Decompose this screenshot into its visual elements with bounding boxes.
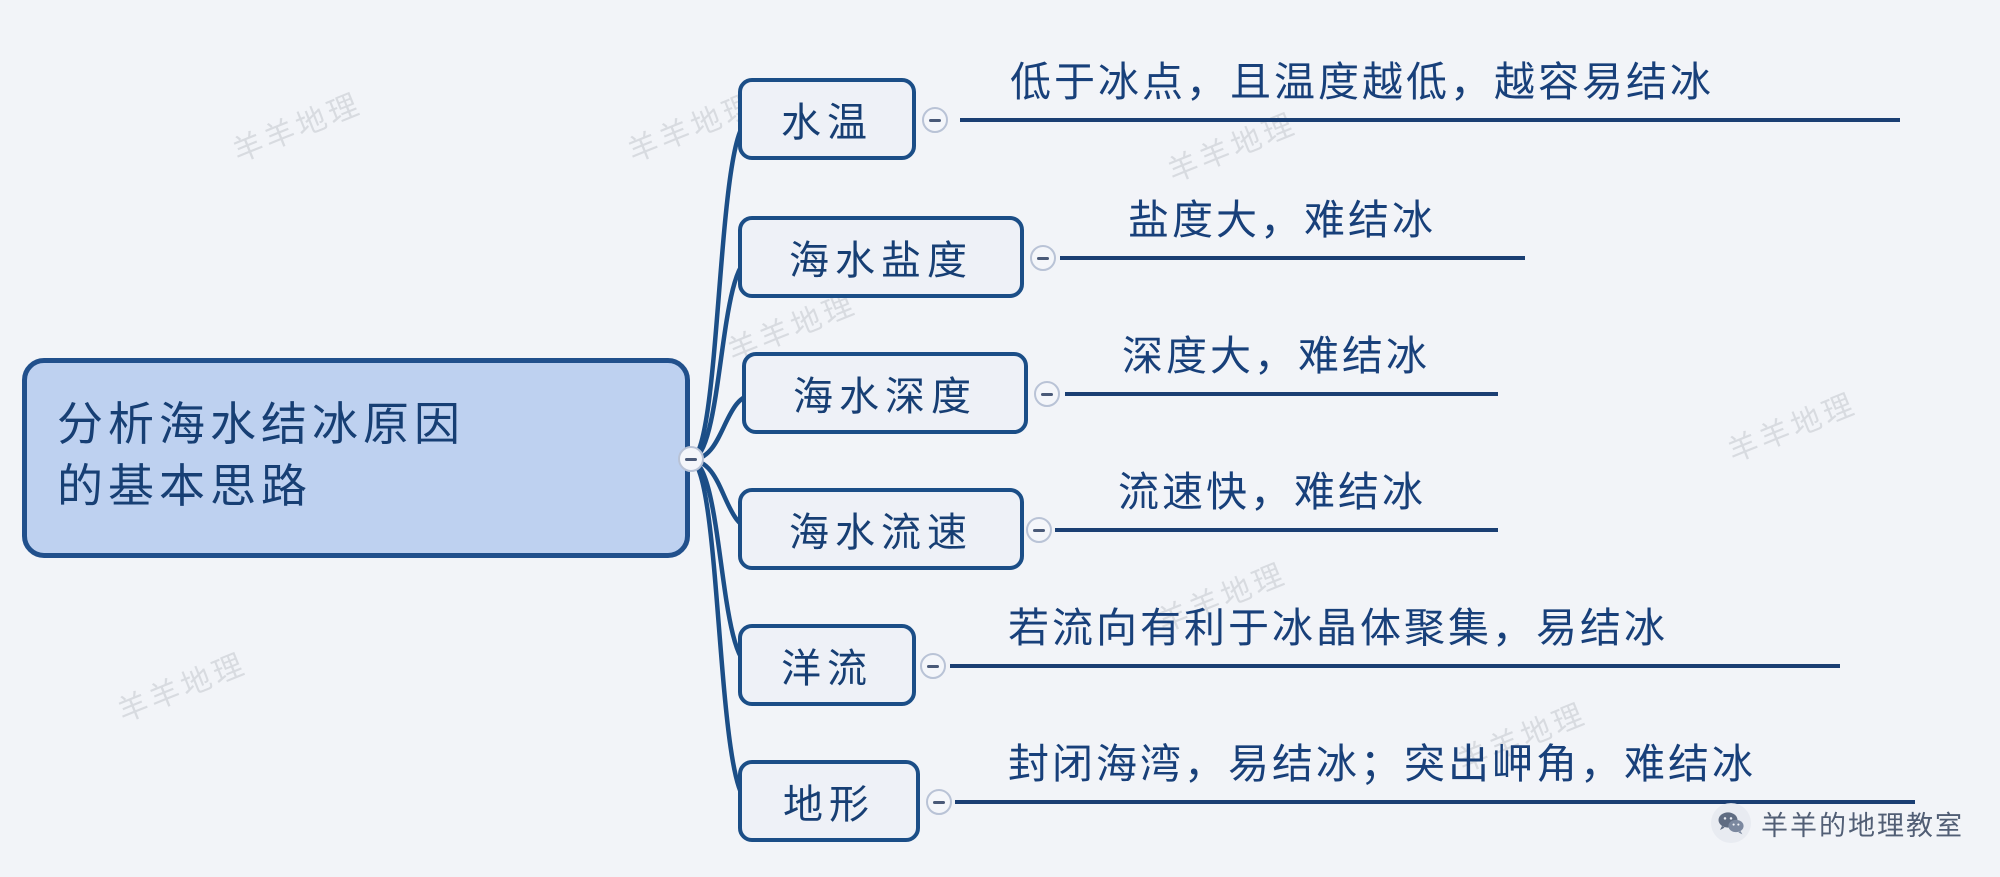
root-collapse-toggle[interactable]: [678, 446, 704, 472]
branch-toggle-6[interactable]: [926, 789, 952, 815]
wechat-icon: [1711, 803, 1751, 843]
wechat-badge-label: 羊羊的地理教室: [1761, 810, 1964, 841]
leaf-text-water-temperature: 低于冰点，且温度越低，越容易结冰: [1010, 59, 1714, 105]
branch-node-flow-speed[interactable]: 海水流速: [738, 488, 1024, 570]
root-title-line2: 的基本思路: [57, 461, 312, 512]
branch-label: 地形: [783, 782, 875, 827]
leaf-text-ocean-current: 若流向有利于冰晶体聚集，易结冰: [1008, 605, 1668, 651]
branch-node-depth[interactable]: 海水深度: [742, 352, 1028, 434]
branch-node-ocean-current[interactable]: 洋流: [738, 624, 916, 706]
leaf-text-salinity: 盐度大，难结冰: [1128, 197, 1436, 243]
branch-label: 海水深度: [793, 374, 977, 419]
root-node[interactable]: 分析海水结冰原因 的基本思路: [22, 358, 690, 558]
branch-toggle-1[interactable]: [922, 107, 948, 133]
branch-label: 海水盐度: [789, 238, 973, 283]
branch-node-landform[interactable]: 地形: [738, 760, 920, 842]
branch-label: 水温: [781, 100, 873, 145]
leaf-text-landform: 封闭海湾，易结冰；突出岬角，难结冰: [1008, 741, 1756, 787]
branch-toggle-3[interactable]: [1034, 381, 1060, 407]
branch-toggle-5[interactable]: [920, 653, 946, 679]
root-title-line1: 分析海水结冰原因: [57, 398, 465, 450]
branch-node-water-temperature[interactable]: 水温: [738, 78, 916, 160]
leaf-text-depth: 深度大，难结冰: [1122, 333, 1430, 379]
wechat-badge: 羊羊的地理教室: [1711, 803, 1964, 843]
branch-toggle-2[interactable]: [1030, 245, 1056, 271]
branch-toggle-4[interactable]: [1026, 517, 1052, 543]
leaf-text-flow-speed: 流速快，难结冰: [1118, 469, 1426, 515]
branch-node-salinity[interactable]: 海水盐度: [738, 216, 1024, 298]
branch-label: 洋流: [781, 646, 873, 691]
branch-label: 海水流速: [789, 510, 973, 555]
